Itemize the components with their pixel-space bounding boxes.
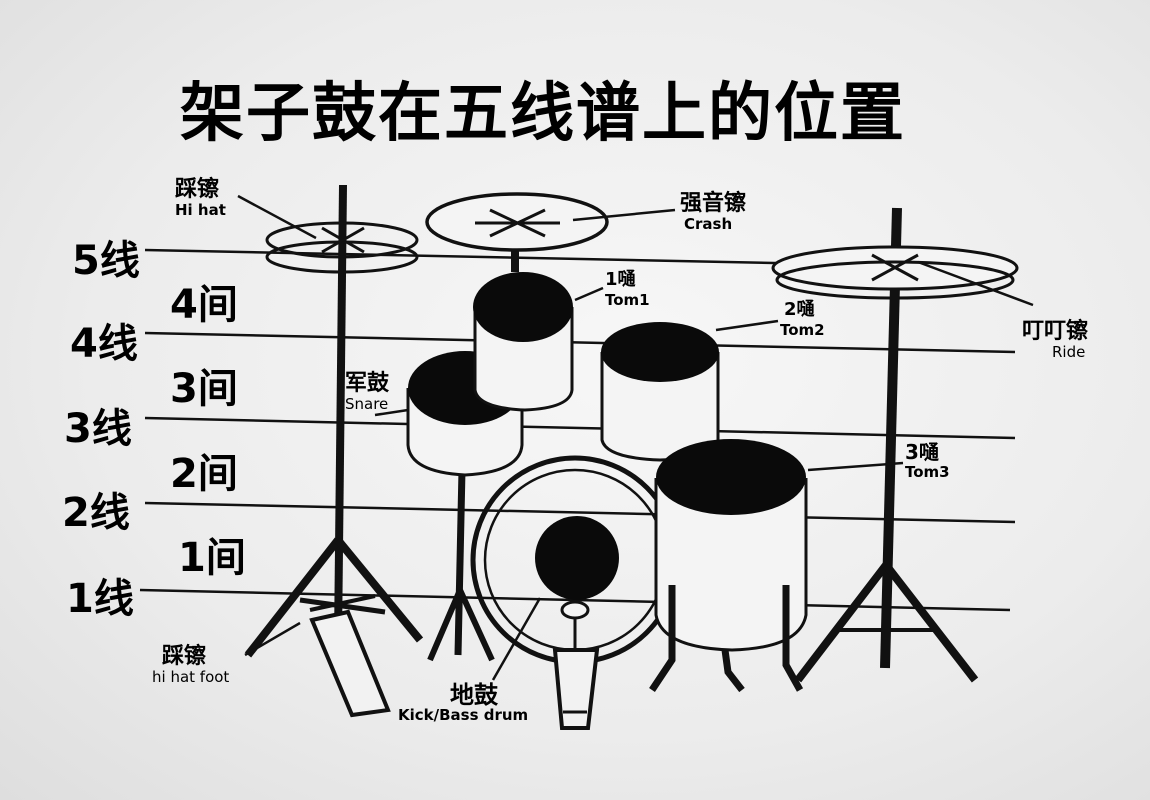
hihat-foot-label-cn: 踩镲 — [162, 644, 207, 669]
staff-line-4-label: 4线 — [70, 321, 138, 367]
hihat-label-en: Hi hat — [175, 201, 226, 219]
staff-line-1-label: 1线 — [66, 576, 134, 622]
ride-label-cn: 叮叮镲 — [1022, 319, 1089, 344]
hihat-foot-label-en: hi hat foot — [152, 668, 230, 686]
tom1-drum — [473, 272, 574, 412]
snare-label-cn: 军鼓 — [345, 371, 390, 396]
crash-label-en: Crash — [684, 215, 733, 233]
crash-cymbal — [425, 192, 609, 272]
tom1-label-cn: 1嗵 — [605, 269, 636, 290]
ride-cymbal — [771, 245, 1019, 300]
kick-label: 地鼓 Kick/Bass drum — [398, 683, 528, 723]
snare-label-en: Snare — [345, 395, 389, 413]
tom2-label: 2嗵 Tom2 — [780, 298, 825, 338]
staff-line-5-label: 5线 — [72, 238, 140, 284]
tom3-drum — [649, 439, 808, 693]
kick-label-cn: 地鼓 — [450, 681, 498, 709]
hihat-foot-label: 踩镲 hi hat foot — [152, 644, 229, 686]
staff-line-2 — [144, 501, 1016, 524]
staff-line-3 — [144, 416, 1016, 440]
tom3-label-en: Tom3 — [905, 463, 950, 481]
crash-label: 强音镲 Crash — [680, 191, 747, 233]
staff-space-1-label: 1间 — [178, 535, 246, 581]
crash-label-cn: 强音镲 — [680, 191, 747, 216]
tom1-label-en: Tom1 — [605, 291, 650, 309]
staff-space-3-label: 3间 — [170, 366, 238, 412]
ride-label-en: Ride — [1052, 343, 1086, 361]
leader-lines — [237, 194, 1034, 681]
tom2-drum — [600, 322, 720, 462]
hihat-label: 踩镲 Hi hat — [175, 177, 226, 219]
bass-drum — [470, 455, 680, 730]
staff-line-2-label: 2线 — [62, 490, 130, 536]
page-title: 架子鼓在五线谱上的位置 — [180, 77, 906, 151]
kick-label-en: Kick/Bass drum — [398, 706, 529, 724]
tom1-label: 1嗵 Tom1 — [605, 268, 650, 308]
staff-line-1 — [139, 588, 1011, 612]
snare-label: 军鼓 Snare — [345, 371, 390, 413]
staff-space-4-label: 4间 — [170, 282, 238, 328]
tom3-label-cn: 3嗵 — [905, 440, 939, 464]
hihat-cymbal — [265, 221, 419, 274]
ride-label: 叮叮镲 Ride — [1022, 319, 1089, 361]
tom2-label-cn: 2嗵 — [784, 299, 815, 320]
tom2-label-en: Tom2 — [780, 321, 825, 339]
staff-line-3-label: 3线 — [64, 406, 132, 452]
tom3-label: 3嗵 Tom3 — [905, 440, 950, 480]
hihat-stand — [244, 184, 424, 718]
staff-line-4 — [144, 331, 1016, 354]
staff-space-2-label: 2间 — [170, 451, 238, 497]
hihat-label-cn: 踩镲 — [175, 177, 220, 202]
